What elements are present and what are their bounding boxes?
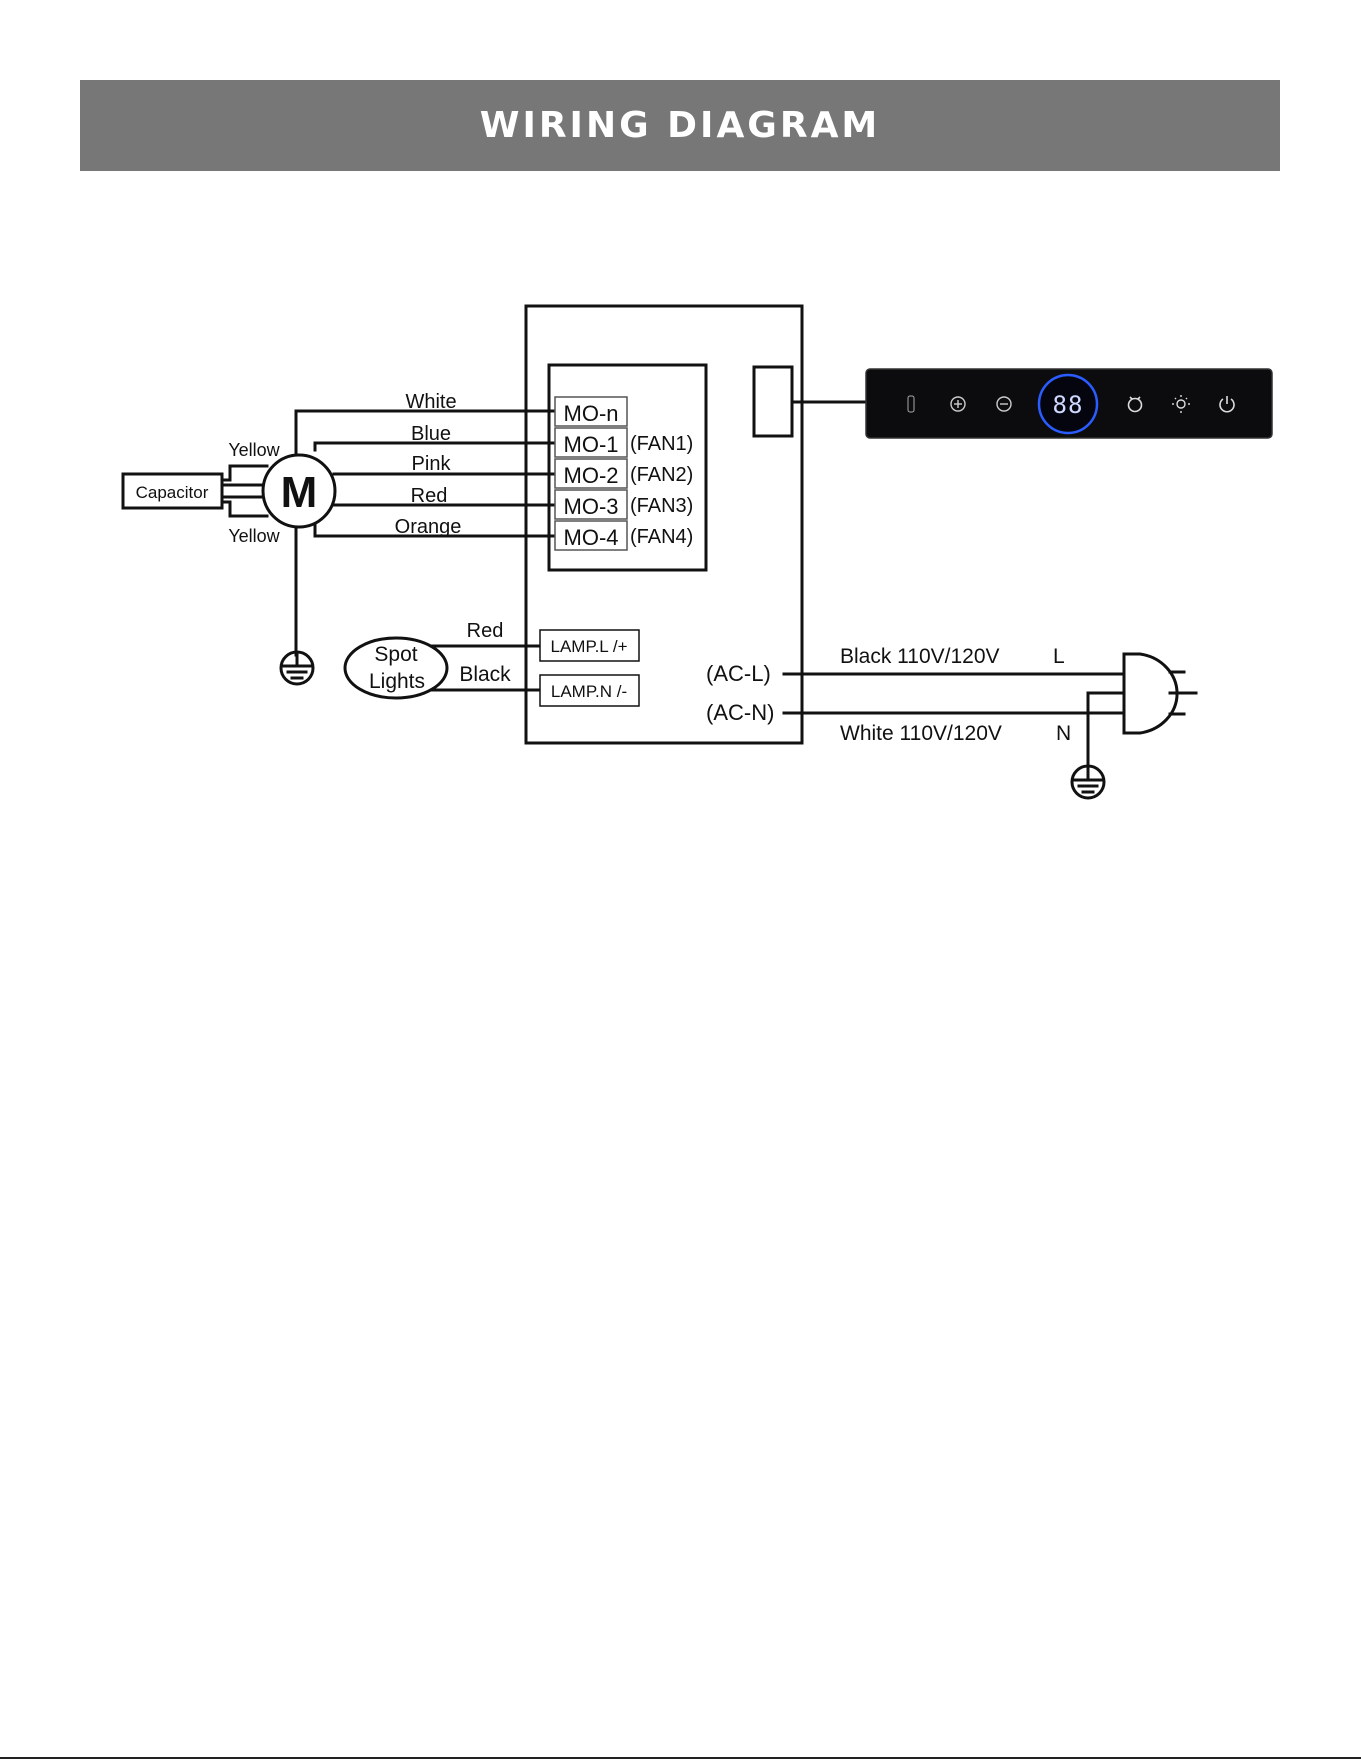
- terminal-mo-n: MO-n: [564, 401, 619, 426]
- speed-display: 88: [1039, 375, 1097, 433]
- capacitor-wire-bottom: [222, 502, 267, 516]
- fan-label-1: (FAN1): [630, 433, 693, 455]
- ac-wire-label-l: Black 110V/120V: [840, 645, 1000, 668]
- terminal-mo-1: MO-1: [564, 432, 619, 457]
- terminal-mo-3: MO-3: [564, 494, 619, 519]
- capacitor-wire-top: [222, 466, 267, 480]
- terminal-mo-4: MO-4: [564, 525, 619, 550]
- display-digits: 88: [1053, 391, 1084, 419]
- bottom-rule: [0, 1757, 1361, 1759]
- lamp-terminal-plus: LAMP.L /+: [550, 637, 627, 656]
- ac-terminal-n: (AC-N): [706, 700, 774, 725]
- lamp-wire-label-black: Black: [459, 663, 511, 686]
- wire-label-red: Red: [411, 485, 448, 507]
- light-icon-ray-ne: [1186, 398, 1187, 399]
- wire-label-white: White: [405, 391, 456, 413]
- plug-ground-wire: [1088, 693, 1124, 766]
- lamp-wire-label-red: Red: [467, 620, 504, 642]
- ac-letter-l: L: [1053, 645, 1065, 668]
- fan-label-2: (FAN2): [630, 464, 693, 486]
- capacitor-label: Capacitor: [136, 483, 209, 502]
- ac-letter-n: N: [1056, 722, 1071, 745]
- ac-wire-label-n: White 110V/120V: [840, 722, 1002, 745]
- control-panel: 88: [866, 369, 1272, 438]
- spot-lights-line1: Spot: [374, 643, 417, 666]
- terminal-mo-2: MO-2: [564, 463, 619, 488]
- fan-label-3: (FAN3): [630, 495, 693, 517]
- spot-lights-line2: Lights: [369, 670, 425, 693]
- capacitor-wire-label-bottom: Yellow: [228, 526, 280, 546]
- motor-symbol: M: [281, 468, 318, 517]
- capacitor-wire-label-top: Yellow: [228, 440, 280, 460]
- wire-label-pink: Pink: [412, 453, 452, 475]
- ac-terminal-l: (AC-L): [706, 661, 771, 686]
- wire-label-blue: Blue: [411, 423, 451, 445]
- lamp-terminal-minus: LAMP.N /-: [551, 682, 627, 701]
- wire-label-orange: Orange: [395, 516, 462, 538]
- light-icon-ray-nw: [1175, 398, 1176, 399]
- panel-connector: [754, 367, 792, 436]
- fan-label-4: (FAN4): [630, 526, 693, 548]
